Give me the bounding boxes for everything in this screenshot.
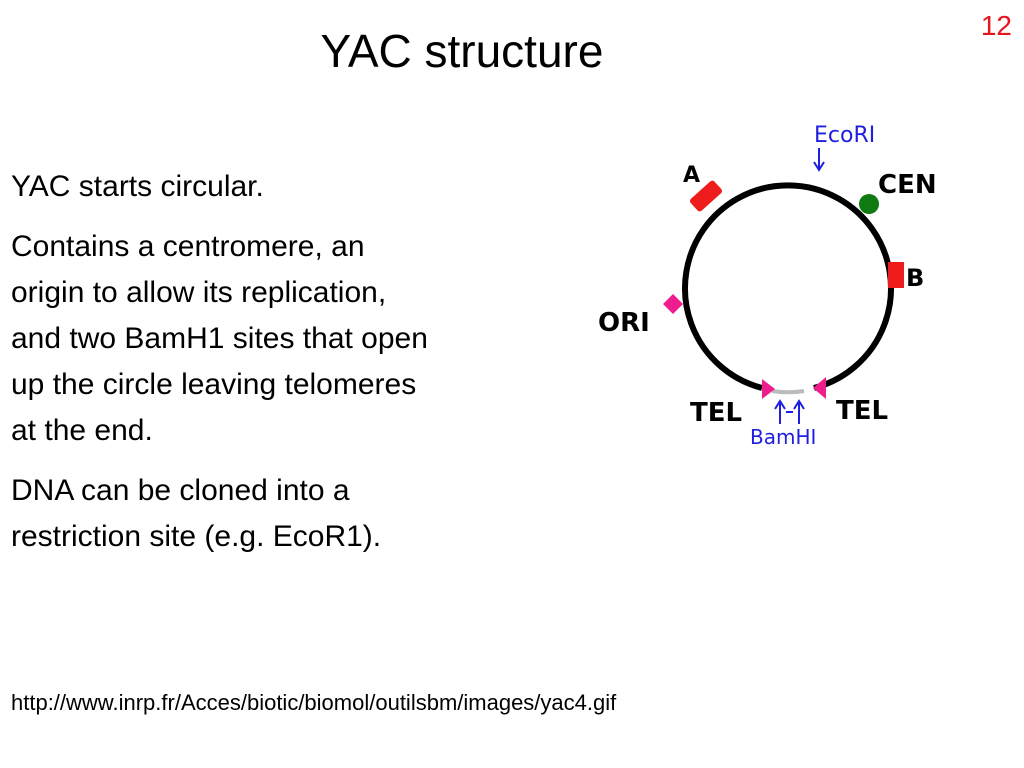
slide-title: YAC structure [320,25,604,77]
cen-label: CEN [878,170,937,200]
paragraph-cloning: DNA can be cloned into a restriction sit… [11,468,571,560]
text-line: Contains a centromere, an [11,230,365,263]
tel-left-marker [762,379,775,399]
tel-left-label: TEL [690,398,742,428]
text-line: at the end. [11,414,153,447]
bamhi-label: BamHI [750,425,816,449]
tel-right-marker [813,377,826,399]
marker-a [689,180,723,212]
paragraph-yac-circular: YAC starts circular. [11,170,264,203]
bamhi-arrows-icon [774,399,805,424]
a-label: A [683,163,700,188]
text-line: DNA can be cloned into a [11,474,350,507]
cen-marker [859,194,879,214]
slide-number: 12 [980,10,1012,41]
text-line: and two BamH1 sites that open [11,322,428,355]
backbone-gap [771,389,805,395]
ecori-label: EcoRI [814,123,875,148]
body-text: YAC starts circular. Contains a centrome… [11,164,571,574]
ori-marker [663,294,683,314]
yac-diagram: EcoRI A CEN B ORI TEL TEL BamHI [598,123,937,449]
ecori-arrow-icon [813,148,825,172]
ori-label: ORI [598,308,650,338]
text-line: restriction site (e.g. EcoR1). [11,520,382,553]
yac-backbone [682,182,894,391]
source-url: http://www.inrp.fr/Acces/biotic/biomol/o… [11,690,617,715]
text-line: origin to allow its replication, [11,276,387,309]
marker-b [888,262,904,288]
b-label: B [906,264,924,292]
text-line: up the circle leaving telomeres [11,368,417,401]
paragraph-contents: Contains a centromere, an origin to allo… [11,224,571,454]
tel-right-label: TEL [836,396,888,426]
